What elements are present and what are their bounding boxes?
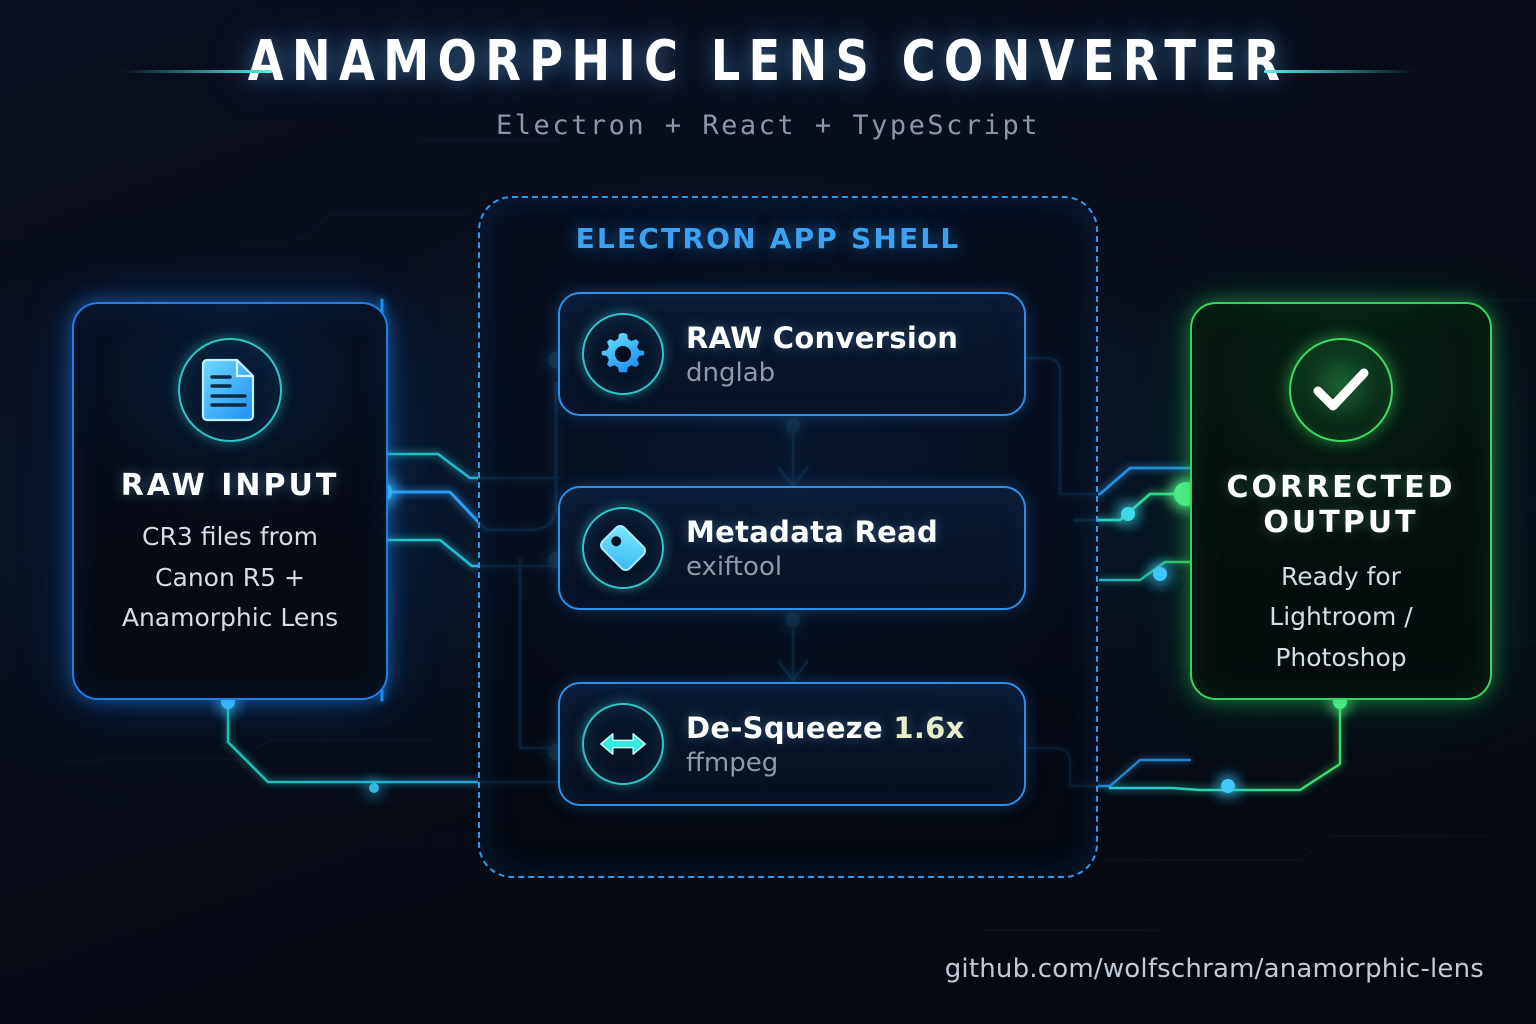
- corrected-output-line-2: Lightroom / Photoshop: [1269, 602, 1413, 672]
- pipeline-card-subtitle: ffmpeg: [686, 747, 779, 778]
- pipeline-card-text: De-Squeeze 1.6x ffmpeg: [686, 711, 965, 778]
- raw-input-title: RAW INPUT: [120, 468, 340, 503]
- electron-app-shell-label: ELECTRON APP SHELL: [575, 222, 961, 255]
- gear-icon: [582, 313, 664, 395]
- check-circle-icon: [1289, 338, 1393, 442]
- title-rule-right: [1264, 70, 1414, 73]
- tag-icon: [582, 507, 664, 589]
- pipeline-card-title-accent: 1.6x: [893, 710, 965, 745]
- raw-input-line-3: Anamorphic Lens: [121, 603, 339, 633]
- title-rule-left: [122, 70, 272, 73]
- page-subtitle: Electron + React + TypeScript: [496, 110, 1040, 141]
- corrected-output-title-line-1: CORRECTED: [1226, 470, 1456, 505]
- corrected-output-title: CORRECTED OUTPUT: [1226, 470, 1455, 541]
- pipeline-card-subtitle: dnglab: [686, 357, 776, 388]
- pipeline-card-metadata-read[interactable]: Metadata Read exiftool: [558, 486, 1026, 610]
- corrected-output-panel[interactable]: CORRECTED OUTPUT Ready for Lightroom / P…: [1190, 302, 1492, 700]
- document-icon: [178, 338, 282, 442]
- corrected-output-description: Ready for Lightroom / Photoshop: [1192, 557, 1490, 679]
- corrected-output-title-line-2: OUTPUT: [1263, 505, 1419, 541]
- arrows-lr-icon: [582, 703, 664, 785]
- pipeline-card-de-squeeze[interactable]: De-Squeeze 1.6x ffmpeg: [558, 682, 1026, 806]
- pipeline-card-subtitle: exiftool: [686, 551, 783, 582]
- corrected-output-line-1: Ready for: [1281, 561, 1401, 591]
- pipeline-card-title-main: De-Squeeze: [686, 710, 894, 745]
- pipeline-card-title: RAW Conversion: [686, 320, 959, 355]
- page-title-block: ANAMORPHIC LENS CONVERTER: [0, 34, 1536, 90]
- raw-input-line-1: CR3 files from: [142, 522, 318, 552]
- page-title: ANAMORPHIC LENS CONVERTER: [247, 29, 1289, 94]
- raw-input-line-2: Canon R5 +: [155, 562, 305, 592]
- repo-url-label: github.com/wolfschram/anamorphic-lens: [944, 954, 1484, 984]
- pipeline-card-title: De-Squeeze 1.6x: [686, 711, 965, 745]
- pipeline-card-title: Metadata Read: [686, 514, 939, 549]
- raw-input-description: CR3 files from Canon R5 + Anamorphic Len…: [112, 517, 348, 639]
- raw-input-panel[interactable]: RAW INPUT CR3 files from Canon R5 + Anam…: [72, 302, 388, 700]
- pipeline-card-text: Metadata Read exiftool: [686, 515, 938, 582]
- pipeline-card-text: RAW Conversion dnglab: [686, 321, 958, 388]
- pipeline-card-raw-conversion[interactable]: RAW Conversion dnglab: [558, 292, 1026, 416]
